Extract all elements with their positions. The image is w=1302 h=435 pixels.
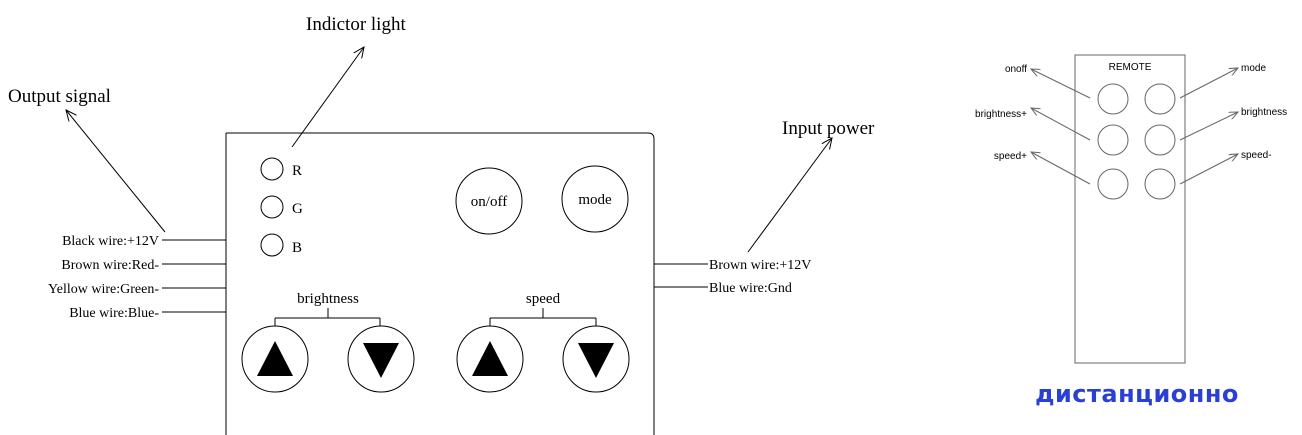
remote-speed-up-arrow: [1031, 152, 1091, 185]
remote-brightness-down-arrow: [1179, 112, 1238, 141]
wire-label-right-2: Blue wire:Gnd: [709, 281, 792, 296]
output-signal-arrow: [66, 110, 166, 233]
led-r-indicator: [260, 157, 284, 181]
brightness-up-button[interactable]: [241, 325, 309, 393]
brightness-down-button[interactable]: [347, 325, 415, 393]
speed-up-button[interactable]: [456, 325, 524, 393]
output-signal-label: Output signal: [8, 86, 111, 107]
left-wires: Black wire:+12V Brown wire:Red- Yellow w…: [48, 234, 226, 321]
wire-label-left-1: Black wire:+12V: [62, 234, 159, 249]
mode-button-label: mode: [578, 192, 612, 208]
remote-mode-label: mode: [1241, 63, 1266, 74]
triangle-up-icon: [257, 341, 293, 376]
led-b-label: B: [292, 240, 302, 256]
right-wires: Brown wire:+12V Blue wire:Gnd: [654, 258, 811, 296]
mode-button[interactable]: mode: [561, 165, 629, 233]
onoff-button[interactable]: on/off: [455, 167, 523, 235]
remote-speed-down-arrow: [1179, 154, 1238, 185]
brightness-bracket: [274, 308, 381, 326]
remote-onoff-button[interactable]: [1097, 83, 1129, 115]
remote-caption: дистанционно: [1035, 380, 1239, 408]
wire-label-left-4: Blue wire:Blue-: [69, 306, 159, 321]
remote-speed-down-button[interactable]: [1144, 168, 1176, 200]
speed-down-button[interactable]: [562, 325, 630, 393]
led-g-indicator: [260, 195, 284, 219]
wire-label-left-2: Brown wire:Red-: [61, 258, 159, 273]
remote-brightness-down-label: brightness: [1241, 107, 1287, 118]
remote-speed-down-label: speed-: [1241, 150, 1272, 161]
led-b-indicator: [260, 233, 284, 257]
led-r: R: [260, 157, 302, 181]
remote-control: REMOTE onoff brightness+ speed+ mode bri…: [975, 54, 1287, 364]
speed-group-label: speed: [526, 291, 561, 307]
indicator-light-label: Indictor light: [306, 14, 406, 35]
remote-onoff-label: onoff: [1005, 64, 1027, 75]
indicator-light-arrow: [291, 47, 364, 148]
remote-mode-button[interactable]: [1144, 83, 1176, 115]
triangle-down-icon: [578, 343, 614, 378]
wire-label-left-3: Yellow wire:Green-: [48, 282, 159, 297]
remote-title: REMOTE: [1109, 62, 1152, 73]
input-power-label: Input power: [782, 118, 875, 139]
remote-speed-up-button[interactable]: [1097, 168, 1129, 200]
remote-brightness-down-button[interactable]: [1144, 124, 1176, 156]
controller-box: [225, 132, 655, 435]
led-g-label: G: [292, 201, 303, 217]
input-power-arrow: [747, 138, 832, 253]
brightness-group-label: brightness: [297, 291, 359, 307]
speed-bracket: [489, 308, 597, 326]
remote-brightness-up-arrow: [1031, 108, 1091, 141]
remote-brightness-up-button[interactable]: [1097, 124, 1129, 156]
led-b: B: [260, 233, 302, 257]
wire-label-right-1: Brown wire:+12V: [709, 258, 811, 273]
led-g: G: [260, 195, 303, 219]
triangle-up-icon: [472, 341, 508, 376]
triangle-down-icon: [363, 343, 399, 378]
remote-onoff-arrow: [1031, 69, 1091, 99]
remote-brightness-up-label: brightness+: [975, 109, 1027, 120]
onoff-button-label: on/off: [471, 194, 507, 210]
remote-mode-arrow: [1179, 68, 1238, 99]
remote-speed-up-label: speed+: [994, 151, 1027, 162]
led-r-label: R: [292, 163, 302, 179]
